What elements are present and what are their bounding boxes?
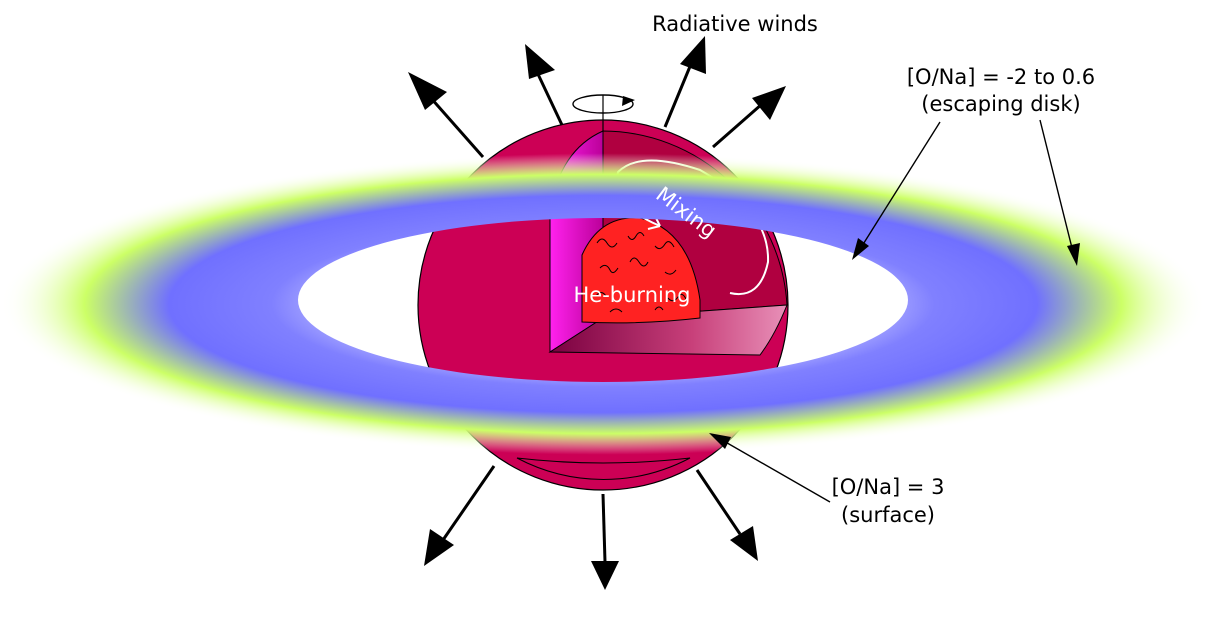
wind-arrow-icon xyxy=(695,469,758,561)
cutaway-floor xyxy=(548,304,788,356)
wind-arrow-icon-group xyxy=(408,36,786,590)
he-burning-core xyxy=(581,217,701,324)
disk-caption-label: (escaping disk) xyxy=(921,92,1080,116)
wind-arrow-icon xyxy=(408,72,485,158)
wind-arrow-icon xyxy=(424,465,496,566)
wind-arrow-icon xyxy=(591,493,619,590)
pointer-disk-outer xyxy=(1039,119,1080,266)
pointer-disk-inner xyxy=(852,121,941,260)
wind-arrow-icon xyxy=(663,36,706,128)
escaping-disk xyxy=(0,151,1206,457)
rotation-arrow-icon xyxy=(572,94,635,114)
he-burning-label: He-burning xyxy=(574,283,691,307)
radiative-winds-label: Radiative winds xyxy=(652,12,818,36)
surface-ratio-label: [O/Na] = 3 xyxy=(832,475,945,499)
surface-caption-label: (surface) xyxy=(841,503,935,527)
star-lower-cap xyxy=(516,457,691,480)
core-convection-squiggles xyxy=(595,232,687,313)
wind-arrow-icon xyxy=(712,86,786,149)
annotation-pointers xyxy=(709,119,1080,503)
disk-ratio-label: [O/Na] = -2 to 0.6 xyxy=(907,65,1095,89)
pointer-surface xyxy=(709,433,831,503)
wind-arrow-icon xyxy=(525,44,564,126)
